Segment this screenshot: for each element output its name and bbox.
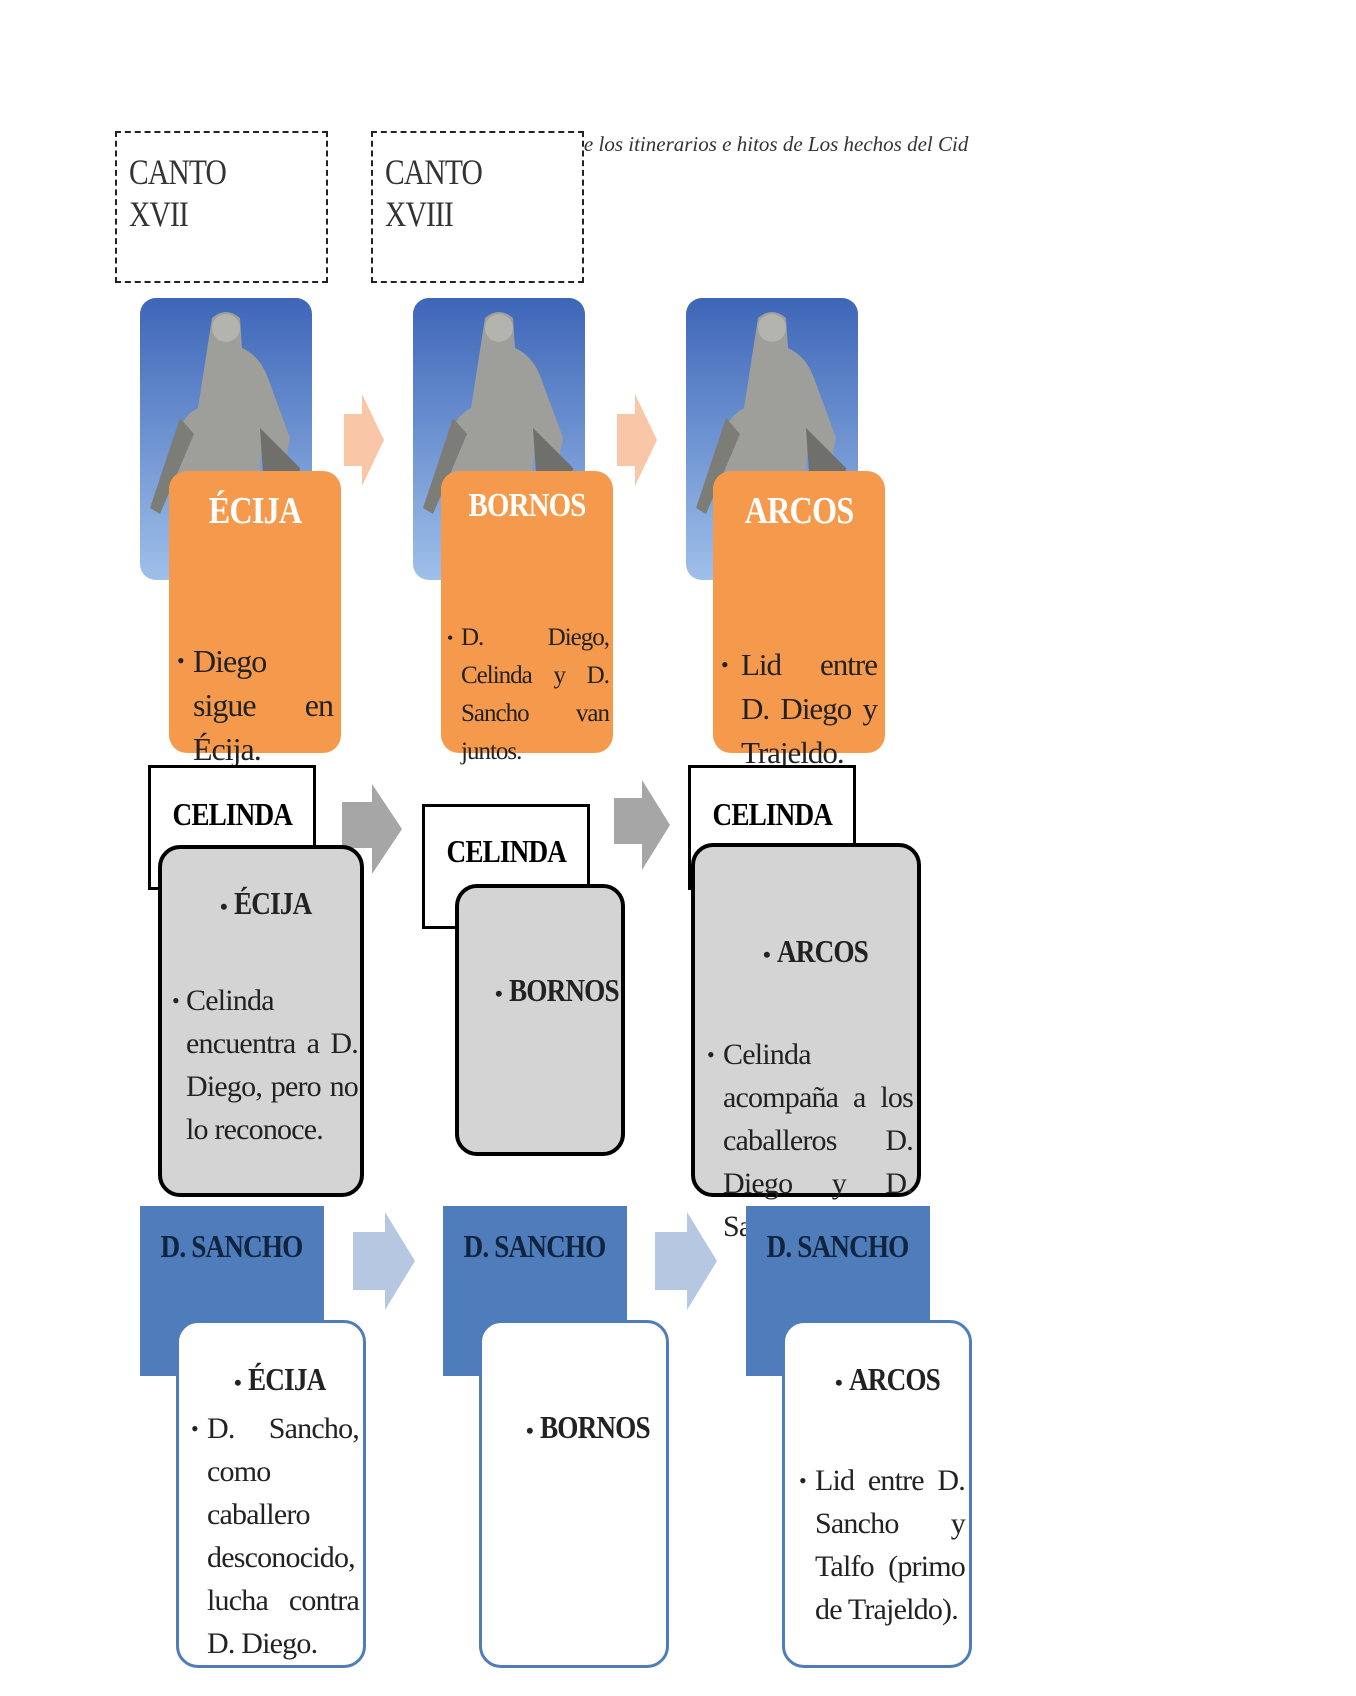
bullet-icon: •: [707, 1042, 715, 1067]
bullet-icon: •: [191, 1416, 199, 1441]
sancho-box-ecija: • ÉCIJA • D. Sancho, como caballero desc…: [176, 1320, 366, 1668]
celinda-text-body: Celinda encuentra a D. Diego, pero no lo…: [186, 984, 359, 1146]
sancho-place-label: ARCOS: [848, 1361, 941, 1397]
right-arrow-icon: [342, 784, 402, 874]
celinda-place: • ÉCIJA: [220, 885, 325, 922]
right-arrow-icon: [353, 1212, 415, 1310]
bullet-icon: •: [799, 1468, 807, 1493]
bullet-icon: •: [763, 942, 771, 967]
place-bullet-text: Diego sigue en Écija.: [193, 643, 334, 767]
place-card-arcos: ARCOS • Lid entre D. Diego y Trajeldo.: [713, 471, 885, 770]
canto-label: CANTO XVIII: [385, 152, 483, 234]
place-card-ecija: ÉCIJA • Diego sigue en Écija.: [169, 471, 341, 767]
bullet-icon: •: [721, 652, 729, 677]
place-title: BORNOS: [468, 487, 587, 524]
celinda-place: • ARCOS: [763, 933, 884, 970]
bullet-icon: •: [177, 648, 185, 673]
celinda-box-bornos: • BORNOS: [455, 884, 625, 1156]
bullet-icon: •: [172, 988, 180, 1013]
bullet-icon: •: [220, 894, 228, 919]
sancho-header-label: D. SANCHO: [464, 1228, 607, 1264]
place-title: ÉCIJA: [208, 490, 303, 532]
sancho-header-label: D. SANCHO: [161, 1228, 304, 1264]
bullet-icon: •: [234, 1370, 242, 1395]
bullet-icon: •: [495, 981, 503, 1006]
place-bullet: • D. Diego, Celinda y D. Sancho van junt…: [447, 619, 610, 771]
bullet-icon: •: [835, 1370, 843, 1395]
sancho-header-label: D. SANCHO: [767, 1228, 910, 1264]
celinda-text: • Celinda encuentra a D. Diego, pero no …: [172, 979, 359, 1151]
celinda-header-label: CELINDA: [446, 833, 566, 869]
sancho-text-body: D. Sancho, como caballero desconocido, l…: [207, 1412, 360, 1660]
celinda-place-label: ÉCIJA: [233, 885, 312, 921]
sancho-box-arcos: • ARCOS • Lid entre D. Sancho y Talfo (p…: [782, 1320, 972, 1668]
sancho-text: • D. Sancho, como caballero desconocido,…: [191, 1407, 360, 1665]
celinda-place-label: ARCOS: [776, 933, 869, 969]
place-title: ARCOS: [744, 490, 855, 532]
celinda-place-label: BORNOS: [508, 972, 620, 1008]
celinda-header-label: CELINDA: [712, 796, 832, 832]
sancho-place: • BORNOS: [526, 1409, 669, 1446]
canto-box-xvii: CANTO XVII: [115, 131, 328, 283]
bullet-icon: •: [526, 1418, 534, 1443]
place-bullet-text: Lid entre D. Diego y Trajeldo.: [741, 647, 878, 770]
figure-caption: s de los itinerarios e hitos de Los hech…: [560, 132, 969, 156]
sancho-text: • Lid entre D. Sancho y Talfo (primo de …: [799, 1459, 966, 1631]
canto-box-xviii: CANTO XVIII: [371, 131, 584, 283]
sancho-place-label: ÉCIJA: [247, 1361, 326, 1397]
sancho-place: • ARCOS: [835, 1361, 956, 1398]
canto-label: CANTO XVII: [129, 152, 227, 234]
celinda-header-label: CELINDA: [172, 796, 292, 832]
right-arrow-icon: [344, 394, 384, 486]
place-bullet: • Diego sigue en Écija.: [177, 639, 334, 771]
sancho-place: • ÉCIJA: [234, 1361, 339, 1398]
place-card-bornos: BORNOS • D. Diego, Celinda y D. Sancho v…: [441, 471, 613, 765]
celinda-place: • BORNOS: [495, 972, 638, 1009]
bullet-icon: •: [447, 628, 453, 648]
sancho-text-body: Lid entre D. Sancho y Talfo (primo de Tr…: [815, 1464, 966, 1626]
place-bullet-text: D. Diego, Celinda y D. Sancho van juntos…: [461, 624, 610, 765]
right-arrow-icon: [655, 1212, 717, 1310]
right-arrow-icon: [614, 780, 670, 870]
right-arrow-icon: [617, 394, 657, 486]
place-bullet: • Lid entre D. Diego y Trajeldo.: [721, 643, 878, 775]
celinda-box-ecija: • ÉCIJA • Celinda encuentra a D. Diego, …: [158, 845, 364, 1197]
sancho-place-label: BORNOS: [539, 1409, 651, 1445]
sancho-box-bornos: • BORNOS: [479, 1320, 669, 1668]
celinda-box-arcos: • ARCOS • Celinda acompaña a los caballe…: [691, 843, 921, 1243]
